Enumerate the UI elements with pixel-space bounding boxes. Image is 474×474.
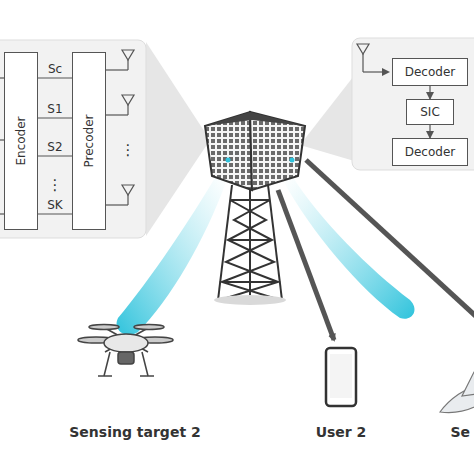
signal-name: SK <box>47 198 63 212</box>
signal-line <box>38 213 72 214</box>
antenna-feeds <box>106 60 128 205</box>
signal-line <box>429 125 430 138</box>
target-label: Se <box>450 424 470 440</box>
ellipsis: ⋮ <box>48 176 63 194</box>
tower <box>218 185 282 300</box>
signal-line <box>38 77 72 78</box>
signal-line <box>38 155 72 156</box>
receiver-panel <box>352 38 474 170</box>
signal-name: S2 <box>47 140 62 154</box>
signal-name: Sc <box>48 62 62 76</box>
antenna-symbol <box>122 50 134 195</box>
antenna-array <box>205 112 305 190</box>
node-label: Decoder <box>405 65 456 79</box>
smartphone <box>326 348 356 406</box>
aircraft <box>440 372 474 413</box>
antenna-symbol <box>357 44 388 72</box>
target-label: Sensing target 2 <box>69 424 200 440</box>
tower-base <box>214 295 286 305</box>
decoder-box: Decoder <box>392 58 468 86</box>
node-label: Decoder <box>405 145 456 159</box>
encoder-box: Encoder <box>4 52 38 230</box>
transmitter-panel <box>0 40 146 238</box>
sensing-beam <box>117 176 226 335</box>
sic-box: SIC <box>406 99 454 125</box>
signal-line <box>429 86 430 99</box>
signal-name: S1 <box>47 102 62 116</box>
user-label: User 2 <box>316 424 367 440</box>
comm-link <box>278 190 334 340</box>
ellipsis: ⋮ <box>121 141 136 159</box>
node-label: Encoder <box>14 116 28 165</box>
precoder-box: Precoder <box>72 52 106 230</box>
node-label: SIC <box>420 105 440 119</box>
decoder-box: Decoder <box>392 138 468 166</box>
drone <box>78 325 173 377</box>
signal-line <box>38 117 72 118</box>
node-label: Precoder <box>82 115 96 168</box>
comm-link <box>306 160 474 320</box>
